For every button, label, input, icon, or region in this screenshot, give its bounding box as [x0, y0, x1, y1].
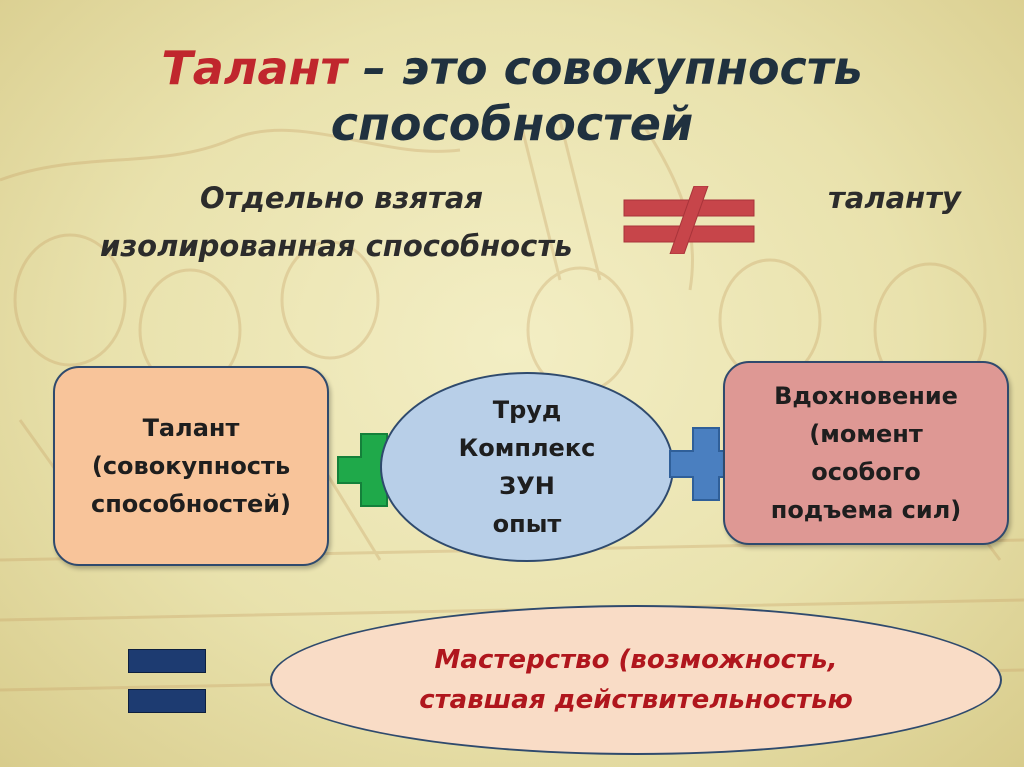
labor-line: Комплекс	[458, 434, 596, 462]
mastery-ellipse: Мастерство (возможность, ставшая действи…	[270, 605, 1002, 755]
talent-line: Талант	[142, 414, 240, 442]
comparison-right: таланту	[828, 181, 961, 215]
comparison-left-line-1: Отдельно взятая	[200, 181, 484, 215]
labor-line: ЗУН	[499, 472, 555, 500]
labor-ellipse: Труд Комплекс ЗУН опыт	[380, 372, 674, 562]
talent-line: (совокупность	[91, 452, 291, 480]
title-line-1: Талант – это совокупность	[80, 40, 944, 96]
labor-line: опыт	[492, 510, 562, 538]
equals-icon	[128, 645, 210, 721]
inspiration-line: (момент	[809, 420, 923, 448]
title-accent-word: Талант	[161, 41, 348, 95]
comparison-left-line-2: изолированная способность	[100, 229, 573, 263]
plus-icon-blue	[669, 427, 743, 501]
slide-title: Талант – это совокупность способностей	[80, 40, 944, 152]
inspiration-box: Вдохновение (момент особого подъема сил)	[723, 361, 1009, 545]
inspiration-line: подъема сил)	[770, 496, 962, 524]
equals-bar-bottom	[128, 689, 206, 713]
title-line-1-rest: – это совокупность	[347, 41, 863, 95]
mastery-line-2: ставшая действительностью	[419, 685, 853, 715]
equals-bar-top	[128, 649, 206, 673]
talent-line: способностей)	[90, 490, 292, 518]
inspiration-line: Вдохновение	[774, 382, 958, 410]
mastery-line-1: Мастерство (возможность,	[434, 645, 838, 675]
title-line-2: способностей	[330, 97, 694, 151]
inspiration-line: особого	[811, 458, 921, 486]
labor-line: Труд	[492, 396, 562, 424]
talent-box: Талант (совокупность способностей)	[53, 366, 329, 566]
not-equal-icon	[623, 186, 755, 254]
